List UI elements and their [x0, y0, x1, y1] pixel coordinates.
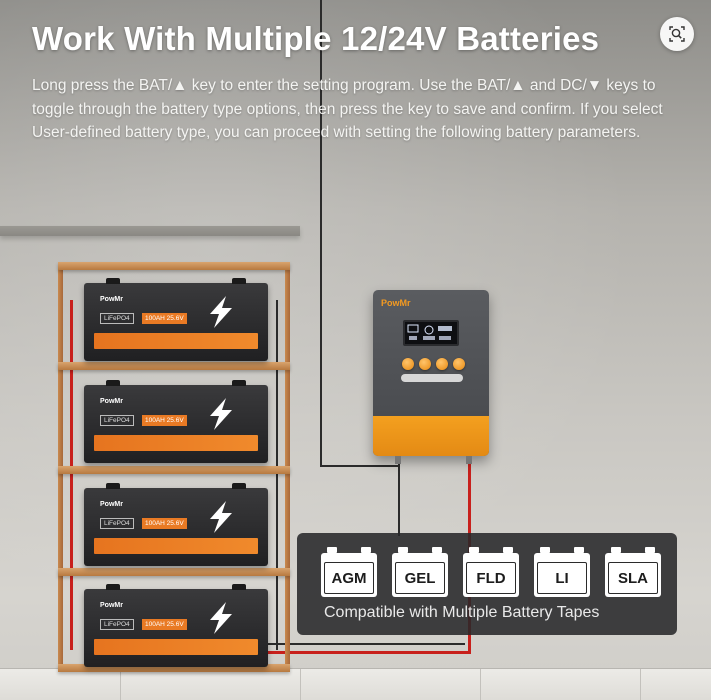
- battery-type-label: SLA: [618, 569, 648, 587]
- battery-cable-red-run: [265, 651, 471, 654]
- battery-type-sla: SLA: [605, 547, 661, 597]
- battery-type-label: FLD: [476, 569, 506, 587]
- battery-type-label: AGM: [331, 569, 367, 587]
- lightning-bolt-icon: [210, 296, 232, 328]
- battery-brand: PowMr: [100, 398, 123, 405]
- controller-terminal: [466, 456, 472, 464]
- shelf-board: [58, 262, 290, 270]
- battery-cable-black-run: [265, 643, 465, 645]
- battery-rating: 100AH 25.6V: [142, 415, 187, 426]
- controller-orange-base: [373, 416, 489, 456]
- battery-label-band: [94, 435, 258, 451]
- load-cable: [398, 458, 400, 536]
- battery-rating: 100AH 25.6V: [142, 619, 187, 630]
- battery: PowMr LiFePO4 100AH 25.6V: [84, 584, 268, 667]
- battery: PowMr LiFePO4 100AH 25.6V: [84, 278, 268, 361]
- page-title: Work With Multiple 12/24V Batteries: [32, 20, 600, 57]
- lightning-bolt-icon: [210, 602, 232, 634]
- battery: PowMr LiFePO4 100AH 25.6V: [84, 380, 268, 463]
- battery-type-fld: FLD: [463, 547, 519, 597]
- battery-type-label: LI: [555, 569, 569, 587]
- controller-terminal: [395, 456, 401, 464]
- controller-key: [453, 358, 465, 370]
- battery-type-label: GEL: [404, 569, 436, 587]
- controller-key: [436, 358, 448, 370]
- battery-label-band: [94, 538, 258, 554]
- zoom-button[interactable]: [660, 17, 694, 51]
- controller-indicator-strip: [401, 374, 463, 382]
- shelf-board: [58, 664, 290, 672]
- battery-label-band: [94, 639, 258, 655]
- battery: PowMr LiFePO4 100AH 25.6V: [84, 483, 268, 566]
- battery-type-agm: AGM: [321, 547, 377, 597]
- compatibility-caption: Compatible with Multiple Battery Tapes: [324, 604, 600, 621]
- controller-brand: PowMr: [381, 298, 411, 308]
- lightning-bolt-icon: [210, 501, 232, 533]
- compatibility-panel: AGM GEL FLD LI SLA Compatible with Multi…: [297, 533, 677, 635]
- pv-cable: [320, 0, 322, 466]
- rack-cable-left: [70, 300, 73, 650]
- charge-controller: PowMr: [373, 290, 489, 456]
- controller-key: [419, 358, 431, 370]
- battery-rating: 100AH 25.6V: [142, 518, 187, 529]
- battery-brand: PowMr: [100, 602, 123, 609]
- floor: [0, 668, 711, 700]
- zoom-magnifier-icon: [669, 26, 685, 42]
- battery-chemistry: LiFePO4: [100, 313, 134, 324]
- lightning-bolt-icon: [210, 398, 232, 430]
- battery-type-gel: GEL: [392, 547, 448, 597]
- instructions-text: Long press the BAT/▲ key to enter the se…: [32, 77, 663, 141]
- controller-lcd: [403, 320, 459, 346]
- battery-chemistry: LiFePO4: [100, 415, 134, 426]
- lcd-segments-icon: [407, 324, 452, 340]
- battery-chemistry: LiFePO4: [100, 518, 134, 529]
- shelf-board: [58, 466, 290, 474]
- battery-type-li: LI: [534, 547, 590, 597]
- battery-label-band: [94, 333, 258, 349]
- battery-rating: 100AH 25.6V: [142, 313, 187, 324]
- shelf-board: [58, 568, 290, 576]
- wall-ledge: [0, 226, 300, 236]
- shelf-board: [58, 362, 290, 370]
- pv-cable-bend: [320, 465, 400, 467]
- battery-chemistry: LiFePO4: [100, 619, 134, 630]
- battery-brand: PowMr: [100, 501, 123, 508]
- controller-key: [402, 358, 414, 370]
- battery-brand: PowMr: [100, 296, 123, 303]
- battery-type-list: AGM GEL FLD LI SLA: [321, 547, 661, 597]
- rack-cable-right: [276, 300, 278, 650]
